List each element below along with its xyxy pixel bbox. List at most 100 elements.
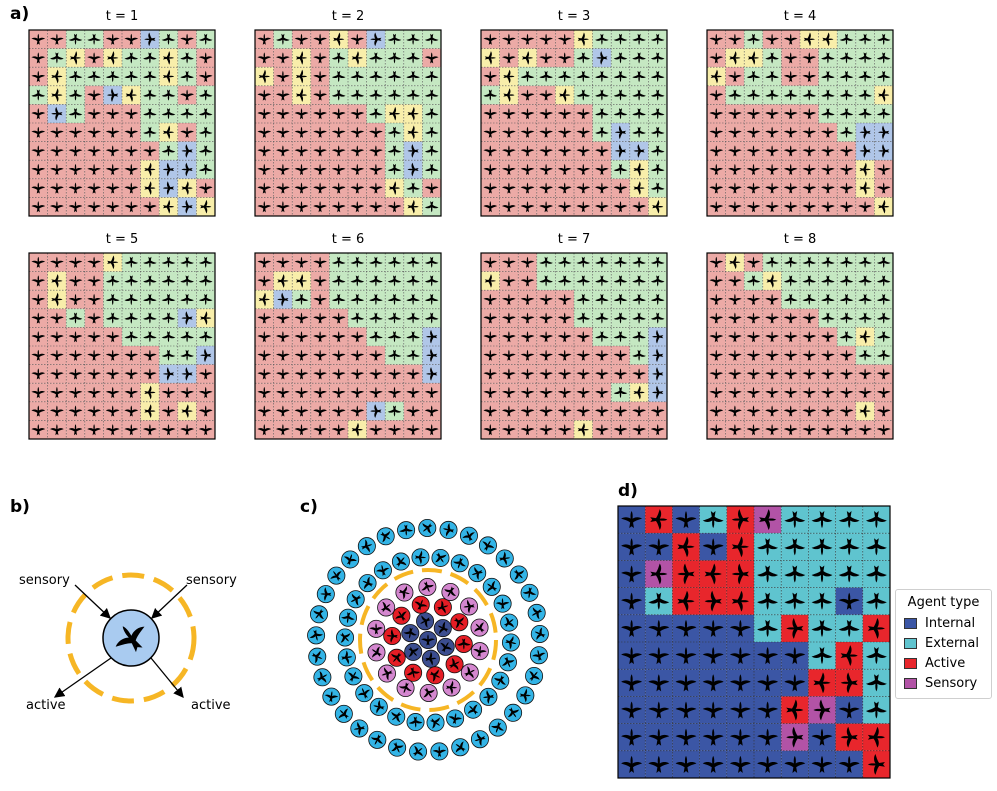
bird-icon xyxy=(520,386,535,399)
bird-icon xyxy=(557,386,572,399)
bird-icon xyxy=(746,386,761,399)
bird-icon xyxy=(50,368,64,380)
bird-icon xyxy=(709,386,724,399)
bird-icon xyxy=(709,349,724,361)
bird-icon xyxy=(162,199,175,214)
bird-icon xyxy=(859,181,871,195)
bird-icon xyxy=(784,647,806,665)
bird-icon xyxy=(143,256,157,268)
bird-icon xyxy=(198,89,213,101)
bird-icon xyxy=(68,70,83,83)
bird-icon xyxy=(198,256,213,268)
bird-icon xyxy=(595,182,609,194)
bird-icon xyxy=(576,331,591,343)
bird-icon xyxy=(162,125,175,140)
bird-icon xyxy=(369,201,383,213)
bird-icon xyxy=(443,523,455,537)
bird-icon xyxy=(144,181,156,195)
bird-icon xyxy=(68,89,83,101)
bird-icon xyxy=(105,312,120,324)
bird-icon xyxy=(613,89,628,101)
bird-icon xyxy=(839,331,854,343)
bird-icon xyxy=(198,108,213,120)
bird-icon xyxy=(276,182,290,194)
bird-icon xyxy=(51,69,63,84)
bird-icon xyxy=(757,592,779,610)
bird-icon xyxy=(648,728,670,746)
bird-icon xyxy=(143,312,157,324)
bird-icon xyxy=(313,163,327,176)
bird-icon xyxy=(331,293,346,306)
bird-icon xyxy=(331,256,346,268)
bird-icon xyxy=(728,89,742,101)
bird-icon xyxy=(876,405,891,417)
bird-icon xyxy=(746,293,761,306)
bird-icon xyxy=(576,89,591,101)
bird-icon xyxy=(347,671,360,682)
bird-icon xyxy=(858,368,872,380)
bird-icon xyxy=(520,70,535,83)
bird-icon xyxy=(746,349,761,361)
label-sensory-right: sensory xyxy=(186,573,237,588)
bird-icon xyxy=(31,182,46,194)
bird-icon xyxy=(765,201,779,213)
bird-icon xyxy=(521,51,534,65)
bird-icon xyxy=(313,126,327,138)
bird-icon xyxy=(369,275,383,287)
bird-icon xyxy=(709,145,724,157)
bird-icon xyxy=(539,52,553,64)
bird-icon xyxy=(557,108,572,120)
bird-icon xyxy=(276,70,290,83)
bird-icon xyxy=(406,275,420,287)
bird-icon xyxy=(420,615,431,628)
bird-icon xyxy=(483,89,498,101)
bird-icon xyxy=(200,199,212,214)
bird-icon xyxy=(387,293,402,306)
bird-icon xyxy=(650,293,665,306)
bird-icon xyxy=(387,89,402,101)
bird-icon xyxy=(595,368,609,380)
bird-icon xyxy=(858,201,872,213)
bird-icon xyxy=(180,52,194,64)
bird-icon xyxy=(499,551,511,566)
bird-icon xyxy=(331,368,346,380)
bird-icon xyxy=(595,126,609,138)
bird-icon xyxy=(50,424,64,436)
bird-icon xyxy=(858,89,872,101)
bird-icon xyxy=(181,181,193,195)
bird-icon xyxy=(387,386,402,399)
bird-icon xyxy=(124,368,139,380)
bird-icon xyxy=(784,538,806,556)
bird-icon xyxy=(621,619,643,637)
bird-icon xyxy=(757,701,779,719)
legend-item-sensory: Sensory xyxy=(904,675,977,691)
bird-icon xyxy=(483,293,498,306)
bird-icon xyxy=(632,368,646,380)
bird-icon xyxy=(821,52,835,64)
bird-icon xyxy=(783,275,798,287)
bird-icon xyxy=(161,33,176,45)
bird-icon xyxy=(765,256,779,268)
bird-icon xyxy=(124,145,139,157)
bird-icon xyxy=(105,126,120,138)
bird-icon xyxy=(387,52,402,64)
bird-icon xyxy=(424,70,439,83)
bird-icon xyxy=(369,331,383,343)
bird-icon xyxy=(839,163,854,176)
bird-icon xyxy=(124,405,139,417)
bird-icon xyxy=(143,145,157,157)
bird-icon xyxy=(471,566,483,580)
panel-label-b: b) xyxy=(10,497,30,517)
bird-icon xyxy=(107,255,119,270)
bird-icon xyxy=(858,70,872,83)
bird-icon xyxy=(68,33,83,45)
bird-icon xyxy=(473,645,487,657)
bird-icon xyxy=(867,753,885,775)
bird-icon xyxy=(406,52,420,64)
bird-icon xyxy=(821,424,835,436)
bird-icon xyxy=(709,368,724,380)
bird-icon xyxy=(746,89,761,101)
bird-icon xyxy=(783,349,798,361)
bird-icon xyxy=(161,312,176,324)
bird-icon xyxy=(876,70,891,83)
